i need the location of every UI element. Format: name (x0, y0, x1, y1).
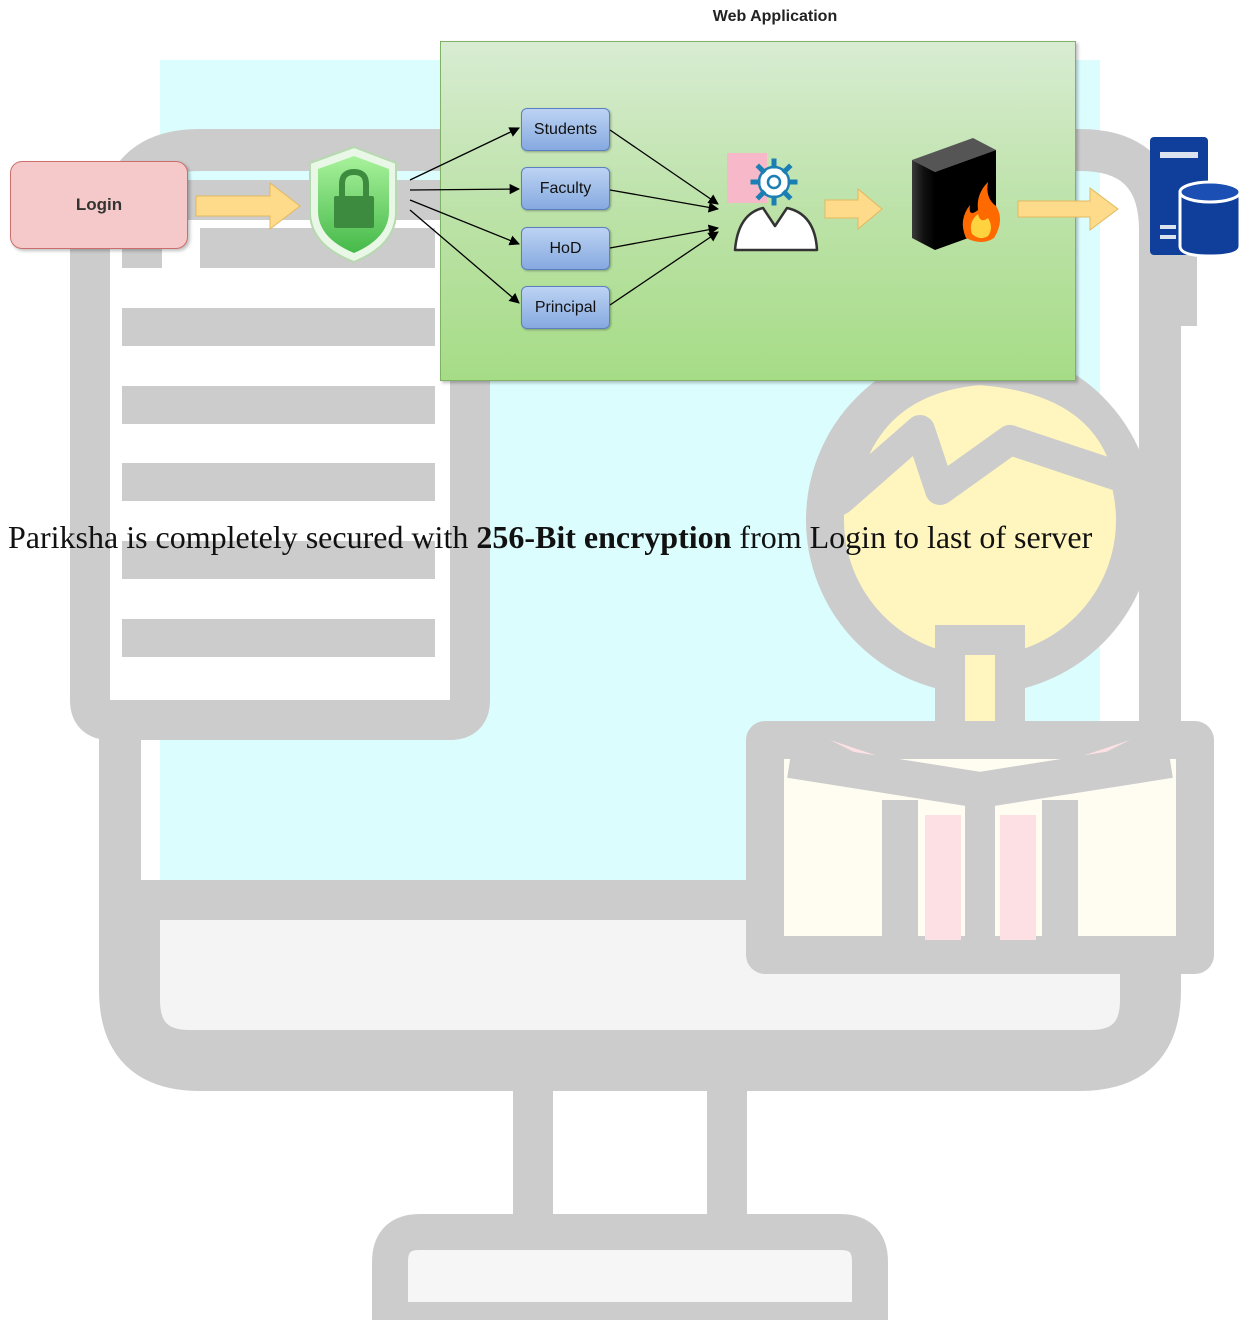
flow-arrow-login-to-shield (195, 181, 301, 231)
connectors-roles-to-admin (609, 129, 720, 306)
web-application-title: Web Application (712, 8, 838, 25)
firewall-icon (912, 138, 1001, 250)
database-server-icon (1150, 137, 1242, 258)
architecture-diagram: Web Application Login Students Faculty H… (0, 0, 1243, 400)
login-node: Login (10, 161, 188, 249)
role-node-faculty: Faculty (521, 167, 610, 210)
caption-bold-encryption: 256-Bit encryption (476, 519, 732, 555)
flow-arrow-firewall-to-server (1017, 187, 1119, 231)
caption-text-before: Pariksha is completely secured with (8, 519, 477, 555)
role-node-students: Students (521, 108, 610, 151)
flow-arrow-admin-to-firewall (824, 187, 883, 231)
shield-lock-icon (309, 145, 397, 264)
role-node-principal: Principal (521, 286, 610, 329)
security-caption: Pariksha is completely secured with 256-… (8, 518, 1208, 556)
admin-gear-user-icon (727, 153, 819, 252)
connectors-shield-to-roles (409, 127, 521, 304)
diagram-overlay (195, 127, 1242, 306)
caption-text-after: from Login to last of server (731, 519, 1093, 555)
role-node-hod: HoD (521, 227, 610, 270)
